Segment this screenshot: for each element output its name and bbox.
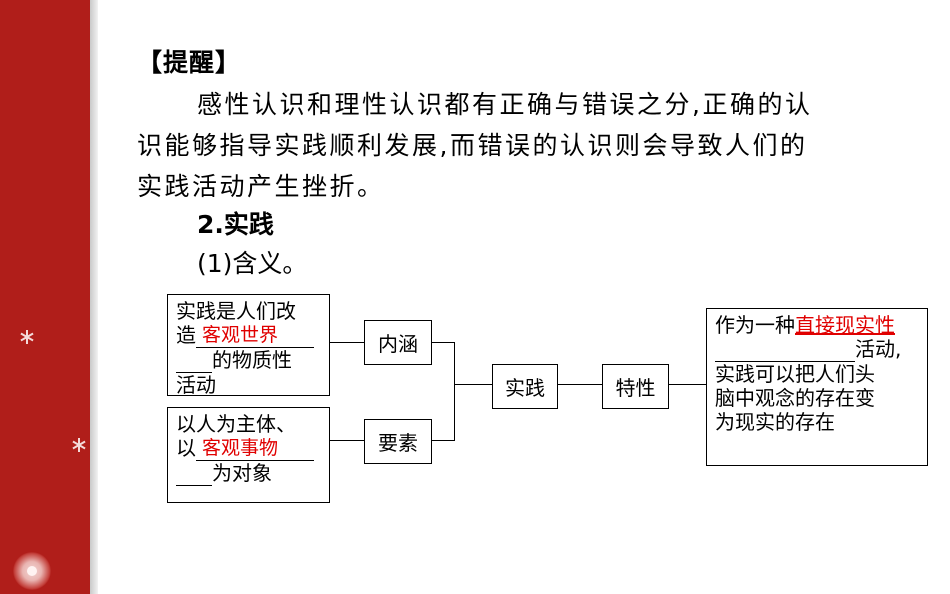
- node-texing: 特性: [602, 364, 669, 409]
- connector: [330, 440, 364, 441]
- char-line2: 活动,: [855, 337, 902, 361]
- char-line1-prefix: 作为一种: [715, 313, 795, 337]
- elements-box: 以人为主体、 以客观事物 为对象: [167, 407, 330, 503]
- char-answer: 直接现实性: [795, 313, 895, 337]
- elements-line1: 以人为主体、: [176, 412, 296, 436]
- connector: [454, 384, 492, 385]
- node-shijian-label: 实践: [505, 376, 545, 400]
- node-shijian: 实践: [492, 364, 558, 409]
- meaning-answer: 客观世界: [202, 324, 279, 346]
- elements-line3: 为对象: [212, 461, 272, 485]
- elements-line2-prefix: 以: [176, 436, 196, 460]
- elements-line2: 以客观事物: [176, 436, 329, 461]
- reminder-heading: 【提醒】: [137, 48, 242, 77]
- connector: [454, 342, 455, 441]
- dandelion-flower-icon: [13, 552, 51, 590]
- char-line1: 作为一种直接现实性: [715, 313, 927, 337]
- char-blank: [715, 337, 855, 362]
- char-line2-wrap: 活动,: [715, 337, 927, 362]
- elements-blank: 客观事物: [196, 436, 314, 461]
- sidebar-edge: [90, 0, 98, 594]
- meaning-blank-2: [176, 348, 212, 373]
- connector: [667, 384, 706, 385]
- elements-answer: 客观事物: [202, 437, 279, 459]
- char-line3: 实践可以把人们头: [715, 362, 875, 386]
- connector: [430, 440, 454, 441]
- meaning-line4: 活动: [176, 373, 216, 397]
- paragraph-line: 感性认识和理性认识都有正确与错误之分,正确的认: [197, 90, 813, 119]
- meaning-line3-wrap: 的物质性: [176, 348, 329, 373]
- meaning-box: 实践是人们改 造客观世界 的物质性 活动: [167, 294, 330, 397]
- node-neihan: 内涵: [364, 320, 432, 365]
- meaning-line2-prefix: 造: [176, 323, 196, 347]
- decorative-sidebar: [0, 0, 90, 594]
- connector: [430, 342, 454, 343]
- node-neihan-label: 内涵: [378, 332, 418, 356]
- paragraph-line: 实践活动产生挫折。: [137, 172, 385, 201]
- elements-line3-wrap: 为对象: [176, 461, 329, 486]
- meaning-line2: 造客观世界: [176, 323, 329, 348]
- node-yaosu: 要素: [364, 419, 432, 464]
- reminder-paragraph: 感性认识和理性认识都有正确与错误之分,正确的认 识能够指导实践顺利发展,而错误的…: [137, 84, 897, 207]
- meaning-line3: 的物质性: [212, 348, 292, 372]
- dandelion-seed-icon: [72, 438, 86, 452]
- connector: [330, 342, 364, 343]
- char-line5: 为现实的存在: [715, 410, 835, 434]
- elements-blank-2: [176, 461, 212, 486]
- node-texing-label: 特性: [615, 376, 656, 400]
- characteristic-box: 作为一种直接现实性 活动, 实践可以把人们头 脑中观念的存在变 为现实的存在: [706, 308, 928, 466]
- dandelion-seed-icon: [20, 330, 34, 344]
- meaning-line1: 实践是人们改: [176, 299, 296, 323]
- connector: [556, 384, 602, 385]
- section-title: 2.实践: [197, 210, 274, 239]
- section-subtitle: (1)含义。: [197, 249, 308, 278]
- paragraph-line: 识能够指导实践顺利发展,而错误的认识则会导致人们的: [137, 131, 808, 160]
- char-line4: 脑中观念的存在变: [715, 386, 875, 410]
- node-yaosu-label: 要素: [378, 431, 418, 455]
- meaning-blank: 客观世界: [196, 323, 314, 348]
